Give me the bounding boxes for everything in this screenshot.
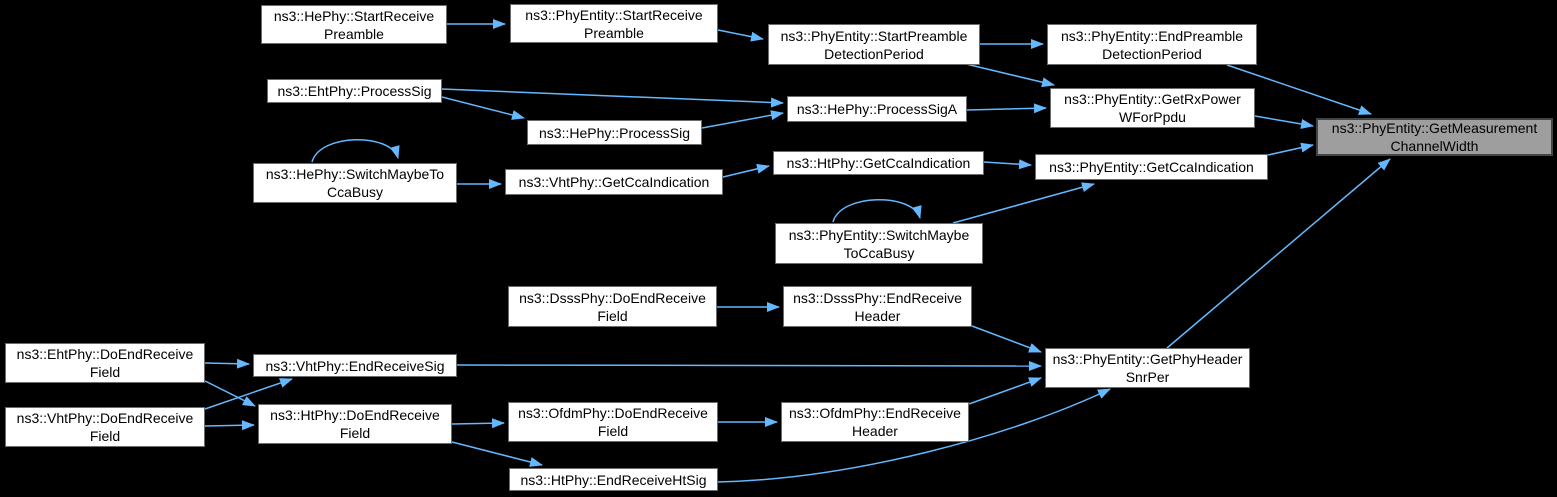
edge-getrxpowerwforppdu-to-getmeasurementchannelwidth <box>1254 115 1314 129</box>
edge-htphy-doendreceivefield-to-htphy-endreceivehtsig <box>451 441 543 467</box>
node-htphy-getccaindication[interactable]: ns3::HtPhy::GetCcaIndication <box>773 151 984 175</box>
edge-hephy-switchmaybetoccabusy-self-loop <box>311 139 400 163</box>
edge-phyentity-switchmaybetoccabusy-self-loop <box>832 199 922 223</box>
edge-htphy-endreceivehtsig-to-getphyheadersnrper <box>717 388 1111 483</box>
node-phyentity-startpreambledetectionperiod[interactable]: ns3::PhyEntity::StartPreamble DetectionP… <box>768 24 980 65</box>
node-htphy-endreceivehtsig[interactable]: ns3::HtPhy::EndReceiveHtSig <box>509 468 718 491</box>
node-dsssphy-endreceiveheader[interactable]: ns3::DsssPhy::EndReceive Header <box>783 286 972 327</box>
edge-vhtphy-doendreceivefield-to-htphy-doendreceivefield <box>204 420 255 431</box>
node-vhtphy-endreceivesig[interactable]: ns3::VhtPhy::EndReceiveSig <box>253 354 457 377</box>
edge-ofdmphy-endreceiveheader-to-getphyheadersnrper <box>968 377 1042 405</box>
edge-htphy-getccaindication-to-phyentity-getccaindication <box>983 159 1032 170</box>
node-phyentity-getccaindication[interactable]: ns3::PhyEntity::GetCcaIndication <box>1035 154 1268 180</box>
edge-ehtphy-doendreceivefield-to-vhtphy-endreceivesig <box>204 358 250 369</box>
edge-dsssphy-endreceiveheader-to-getphyheadersnrper <box>971 325 1042 353</box>
edge-htphy-doendreceivefield-to-ofdmphy-doendreceivefield <box>451 418 505 429</box>
node-dsssphy-doendreceivefield[interactable]: ns3::DsssPhy::DoEndReceive Field <box>508 286 717 327</box>
node-hephy-processsig[interactable]: ns3::HePhy::ProcessSig <box>527 120 702 145</box>
node-hephy-startreceivepreamble[interactable]: ns3::HePhy::StartReceive Preamble <box>261 5 447 44</box>
node-phyentity-getmeasurementchannelwidth: ns3::PhyEntity::GetMeasurement ChannelWi… <box>1316 118 1553 156</box>
edge-vhtphy-endreceivesig-to-getphyheadersnrper <box>456 360 1042 371</box>
node-vhtphy-doendreceivefield[interactable]: ns3::VhtPhy::DoEndReceive Field <box>5 407 205 447</box>
node-ehtphy-doendreceivefield[interactable]: ns3::EhtPhy::DoEndReceive Field <box>5 343 205 383</box>
edge-endpreambledetectionperiod-to-getmeasurementchannelwidth <box>1226 64 1372 115</box>
edge-vhtphy-doendreceivefield-to-vhtphy-endreceivesig <box>204 378 293 410</box>
node-phyentity-endpreambledetectionperiod[interactable]: ns3::PhyEntity::EndPreamble DetectionPer… <box>1047 24 1257 65</box>
edge-startpreambledetectionperiod-to-getrxpowerwforppdu <box>965 63 1055 88</box>
node-hephy-processsiga[interactable]: ns3::HePhy::ProcessSigA <box>787 96 967 122</box>
node-vhtphy-getccaindication[interactable]: ns3::VhtPhy::GetCcaIndication <box>505 169 723 195</box>
edge-ehtphy-doendreceivefield-to-htphy-doendreceivefield <box>204 380 256 407</box>
edge-getphyheadersnrper-to-getmeasurementchannelwidth <box>1166 158 1391 349</box>
edge-hephy-processsiga-to-getrxpowerwforppdu <box>966 103 1047 114</box>
edge-ehtphy-processsig-to-hephy-processsig <box>441 96 525 120</box>
node-ehtphy-processsig[interactable]: ns3::EhtPhy::ProcessSig <box>267 79 442 103</box>
node-phyentity-getphyheadersnrper[interactable]: ns3::PhyEntity::GetPhyHeader SnrPer <box>1045 348 1250 388</box>
node-ofdmphy-endreceiveheader[interactable]: ns3::OfdmPhy::EndReceive Header <box>781 402 969 442</box>
edge-phyentity-getccaindication-to-getmeasurementchannelwidth <box>1267 142 1314 156</box>
edge-hephy-processsig-to-hephy-processsiga <box>701 110 784 129</box>
node-phyentity-startreceivepreamble[interactable]: ns3::PhyEntity::StartReceive Preamble <box>510 4 718 43</box>
node-htphy-doendreceivefield[interactable]: ns3::HtPhy::DoEndReceive Field <box>258 404 452 444</box>
edge-phyentity-switchmaybetoccabusy-to-phyentity-getccaindication <box>952 182 1095 224</box>
node-ofdmphy-doendreceivefield[interactable]: ns3::OfdmPhy::DoEndReceive Field <box>508 402 718 442</box>
edge-ehtphy-processsig-to-hephy-processsiga <box>441 88 784 108</box>
node-phyentity-getrxpowerwforppdu[interactable]: ns3::PhyEntity::GetRxPower WForPpdu <box>1050 88 1255 128</box>
edge-phyentity-startreceivepreamble-to-startpreambledetectionperiod <box>717 29 764 42</box>
node-hephy-switchmaybetoccabusy[interactable]: ns3::HePhy::SwitchMaybeTo CcaBusy <box>253 163 457 203</box>
edge-vhtphy-getccaindication-to-htphy-getccaindication <box>722 163 770 178</box>
node-phyentity-switchmaybetoccabusy[interactable]: ns3::PhyEntity::SwitchMaybe ToCcaBusy <box>775 223 983 264</box>
